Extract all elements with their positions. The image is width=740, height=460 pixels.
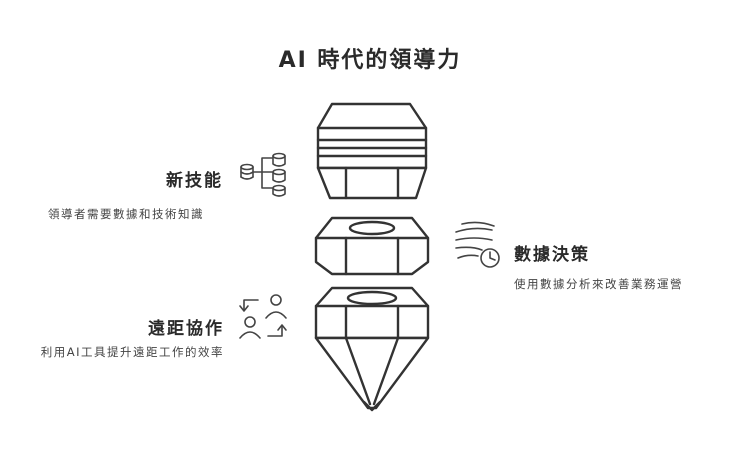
section-heading-remote-collaboration: 遠距協作 — [148, 319, 224, 339]
people-exchange-icon — [239, 294, 287, 339]
page-title: AI 時代的領導力 — [278, 48, 462, 73]
pencil-bottom-segment — [314, 286, 430, 412]
section-description-new-skills: 領導者需要數據和技術知識 — [48, 207, 204, 221]
database-stack-icon — [240, 152, 286, 197]
section-description-remote-collaboration: 利用AI工具提升遠距工作的效率 — [40, 345, 224, 359]
section-heading-data-decisions: 數據決策 — [514, 245, 590, 265]
pencil-middle-segment — [314, 216, 430, 276]
data-clock-icon — [455, 221, 500, 268]
pencil-top-segment — [316, 102, 428, 200]
section-heading-new-skills: 新技能 — [166, 171, 223, 191]
section-description-data-decisions: 使用數據分析來改善業務運營 — [514, 277, 683, 291]
